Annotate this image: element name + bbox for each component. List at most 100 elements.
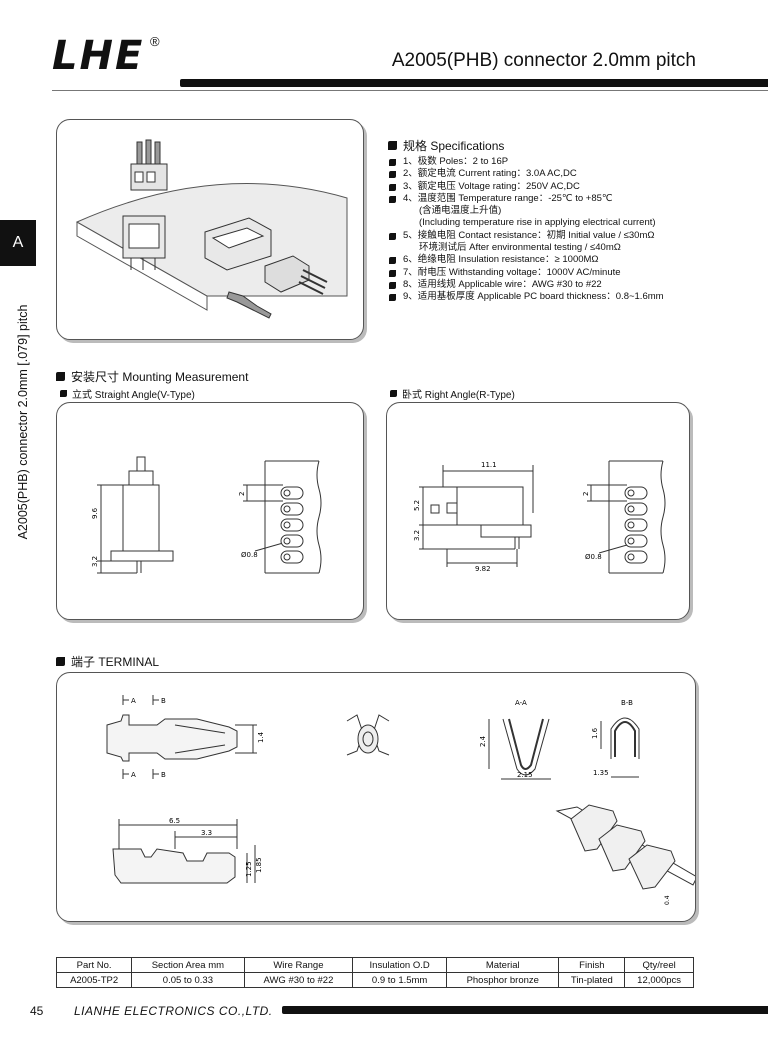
dim-0-4: 0.4 [664, 895, 671, 905]
table-cell: 0.05 to 0.33 [131, 972, 245, 988]
straight-angle-label: 立式 Straight Angle(V-Type) [72, 390, 195, 401]
table-header-cell: Part No. [55, 957, 133, 973]
spec-item: 6、绝缘电阻 Insulation resistance：≥ 1000MΩ [389, 254, 759, 266]
dim-1-85: 1.85 [255, 857, 263, 873]
table-header-cell: Qty/reel [624, 957, 694, 973]
pcb-pad-group [280, 486, 304, 564]
spec-item: 7、耐电压 Withstanding voltage：1000V AC/minu… [389, 267, 759, 279]
section-b-top: B [161, 697, 166, 705]
table-cell: Phosphor bronze [446, 972, 560, 988]
dim-aa-h: 2.4 [479, 735, 487, 747]
table-cell: 12,000pcs [624, 972, 694, 988]
straight-angle-panel: 9.6 3.2 2 Ø0.8 [56, 402, 364, 620]
pcb-hole [283, 537, 291, 545]
dim-pin: 3.2 [91, 556, 99, 567]
terminal-panel: A B A B 1.4 A-A [56, 672, 698, 922]
product-image-panel [56, 119, 364, 340]
right-angle-drawing: 11.1 5.2 3.2 9.82 2 Ø0.8 [413, 460, 666, 574]
table-header-cell: Finish [558, 957, 626, 973]
dim-w2: 9.82 [475, 565, 491, 573]
header-rule [180, 79, 768, 87]
specs-heading: 规格 Specifications [388, 137, 504, 154]
heading-bullet-icon [56, 657, 65, 666]
dim-width: 11.1 [481, 461, 497, 469]
table-cell: AWG #30 to #22 [243, 972, 354, 988]
spec-item: 2、额定电流 Current rating：3.0A AC,DC [389, 168, 759, 180]
section-a-top: A [131, 697, 136, 705]
dim-pitch: 2 [238, 492, 246, 496]
dim-6-5: 6.5 [169, 817, 180, 825]
pcb-pad-group [624, 486, 648, 564]
right-angle-header [204, 217, 272, 271]
right-angle-label: 卧式 Right Angle(R-Type) [402, 390, 515, 401]
mounting-heading: 安装尺寸 Mounting Measurement [56, 368, 248, 385]
vertical-header [122, 215, 166, 270]
spec-item: 4、温度范围 Temperature range：-25℃ to +85℃ [389, 193, 759, 205]
pcb-hole [283, 505, 291, 513]
spec-item: (含通电温度上升值) [419, 205, 502, 217]
straight-angle-heading: 立式 Straight Angle(V-Type) [60, 386, 195, 401]
dim-height: 9.6 [91, 507, 99, 519]
spec-item: 9、适用基板厚度 Applicable PC board thickness：0… [389, 291, 759, 303]
sub-bullet-icon [390, 390, 397, 397]
terminal-heading: 端子 TERMINAL [56, 653, 159, 670]
terminal-pin [226, 291, 272, 319]
section-aa-label: A-A [515, 699, 527, 707]
specs-heading-text: 规格 Specifications [403, 139, 505, 153]
pcb-hole [283, 489, 291, 497]
mounting-heading-text: 安装尺寸 Mounting Measurement [71, 370, 249, 384]
section-tab: A [0, 220, 36, 266]
vertical-series-title: A2005(PHB) connector 2.0mm [.079] pitch [16, 304, 30, 540]
pcb-hole [627, 505, 635, 513]
straight-angle-drawing: 9.6 3.2 2 Ø0.8 [91, 456, 322, 574]
brand-logo: LHE [52, 33, 145, 79]
crimp-housing [264, 255, 328, 295]
terminal-front-view [346, 714, 390, 756]
table-cell: Tin-plated [558, 972, 626, 988]
housing-with-wires [130, 139, 168, 191]
pcb-hole [283, 553, 291, 561]
table-header-cell: Material [446, 957, 560, 973]
page-number: 45 [30, 1004, 44, 1018]
dim-pitch-r: 2 [582, 492, 590, 496]
section-a-bottom: A [131, 771, 136, 779]
spec-item: 环境测试后 After environmental testing / ≤40m… [419, 242, 621, 254]
dim-hole: Ø0.8 [241, 551, 258, 559]
dim-1-4: 1.4 [257, 731, 265, 743]
spec-item: 3、额定电压 Voltage rating：250V AC,DC [389, 181, 759, 193]
product-illustration [75, 139, 348, 319]
section-b-bottom: B [161, 771, 166, 779]
dim-3-3: 3.3 [201, 829, 212, 837]
header-thin-rule [52, 90, 768, 91]
pcb-hole [283, 521, 291, 529]
spec-item: (Including temperature rise in applying … [419, 217, 656, 229]
heading-bullet-icon [388, 141, 397, 150]
pcb-hole [627, 521, 635, 529]
table-header-cell: Insulation O.D [352, 957, 448, 973]
dim-h2: 3.2 [413, 530, 421, 541]
terminal-heading-text: 端子 TERMINAL [71, 655, 160, 669]
section-bb-label: B-B [621, 699, 633, 707]
table-header-cell: Section Area mm [131, 957, 245, 973]
sub-bullet-icon [60, 390, 67, 397]
page-title: A2005(PHB) connector 2.0mm pitch [391, 50, 696, 71]
dim-h1: 5.2 [413, 500, 421, 511]
footer-rule [282, 1006, 768, 1014]
company-name: LIANHE ELECTRONICS CO.,LTD. [74, 1004, 273, 1018]
pcb-hole [627, 537, 635, 545]
spec-item: 1、极数 Poles：2 to 16P [389, 156, 759, 168]
heading-bullet-icon [56, 372, 65, 381]
table-cell: A2005-TP2 [55, 972, 133, 988]
dim-aa-w: 2.15 [517, 771, 533, 779]
dim-hole-r: Ø0.8 [585, 553, 602, 561]
dim-1-25: 1.25 [245, 861, 253, 877]
right-angle-panel: 11.1 5.2 3.2 9.82 2 Ø0.8 [386, 402, 690, 620]
table-cell: 0.9 to 1.5mm [352, 972, 448, 988]
registered-mark: ® [150, 34, 160, 49]
dim-bb-w: 1.35 [593, 769, 609, 777]
terminal-reel-strip [555, 804, 698, 890]
pcb-hole [627, 553, 635, 561]
